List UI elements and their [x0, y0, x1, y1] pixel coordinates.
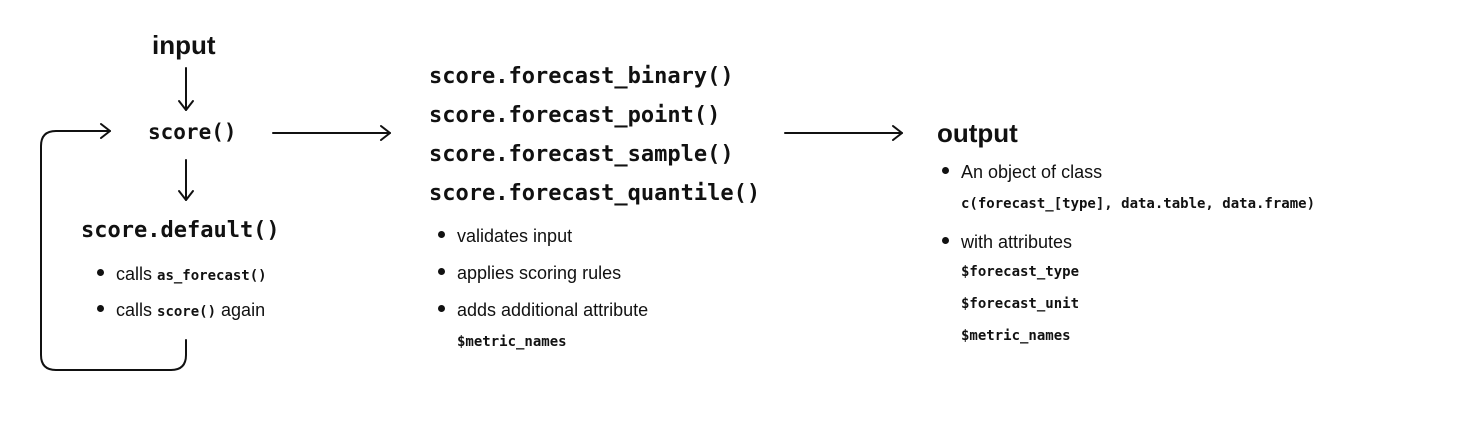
- bullet-dot: [942, 167, 949, 174]
- bullet-text: with attributes: [961, 232, 1073, 252]
- default-bullet: calls score() again: [97, 300, 265, 321]
- loop-back-arrow: [40, 123, 187, 371]
- methods-bullet: adds additional attribute: [438, 300, 648, 321]
- output-attr-metric-names: $metric_names: [961, 328, 1071, 344]
- default-bullet: calls as_forecast(): [97, 264, 267, 285]
- bullet-text: validates input: [457, 226, 573, 246]
- method-point: score.forecast_point(): [429, 103, 721, 128]
- bullet-dot: [942, 237, 949, 244]
- bullet-dot: [438, 305, 445, 312]
- bullet-dot: [438, 231, 445, 238]
- bullet-dot: [97, 305, 104, 312]
- bullet-dot: [97, 269, 104, 276]
- arrow-score-to-default: [178, 159, 194, 201]
- method-sample: score.forecast_sample(): [429, 142, 734, 167]
- output-title: output: [937, 118, 1018, 148]
- score-function: score(): [148, 120, 237, 144]
- bullet-text: adds additional attribute: [457, 300, 649, 320]
- bullet-text: An object of class: [961, 162, 1103, 182]
- metric-names-attribute: $metric_names: [457, 334, 567, 350]
- methods-bullet: applies scoring rules: [438, 263, 621, 284]
- bullet-text: calls: [116, 300, 158, 320]
- bullet-dot: [438, 268, 445, 275]
- bullet-text: applies scoring rules: [457, 263, 622, 283]
- methods-bullet: validates input: [438, 226, 572, 247]
- method-binary: score.forecast_binary(): [429, 64, 734, 89]
- output-bullet: with attributes: [942, 232, 1072, 253]
- arrow-score-to-methods: [272, 125, 391, 141]
- output-attr-forecast-unit: $forecast_unit: [961, 296, 1080, 312]
- bullet-text: calls: [116, 264, 158, 284]
- arrow-methods-to-output: [784, 125, 903, 141]
- arrow-input-to-score: [178, 67, 194, 111]
- bullet-code: as_forecast(): [157, 268, 267, 284]
- output-class-code: c(forecast_[type], data.table, data.fram…: [961, 196, 1316, 212]
- bullet-code: score(): [157, 304, 217, 320]
- bullet-text: again: [216, 300, 266, 320]
- output-bullet: An object of class: [942, 162, 1102, 183]
- method-quantile: score.forecast_quantile(): [429, 181, 761, 206]
- input-label: input: [152, 30, 216, 60]
- default-title: score.default(): [81, 218, 280, 243]
- output-attr-forecast-type: $forecast_type: [961, 264, 1080, 280]
